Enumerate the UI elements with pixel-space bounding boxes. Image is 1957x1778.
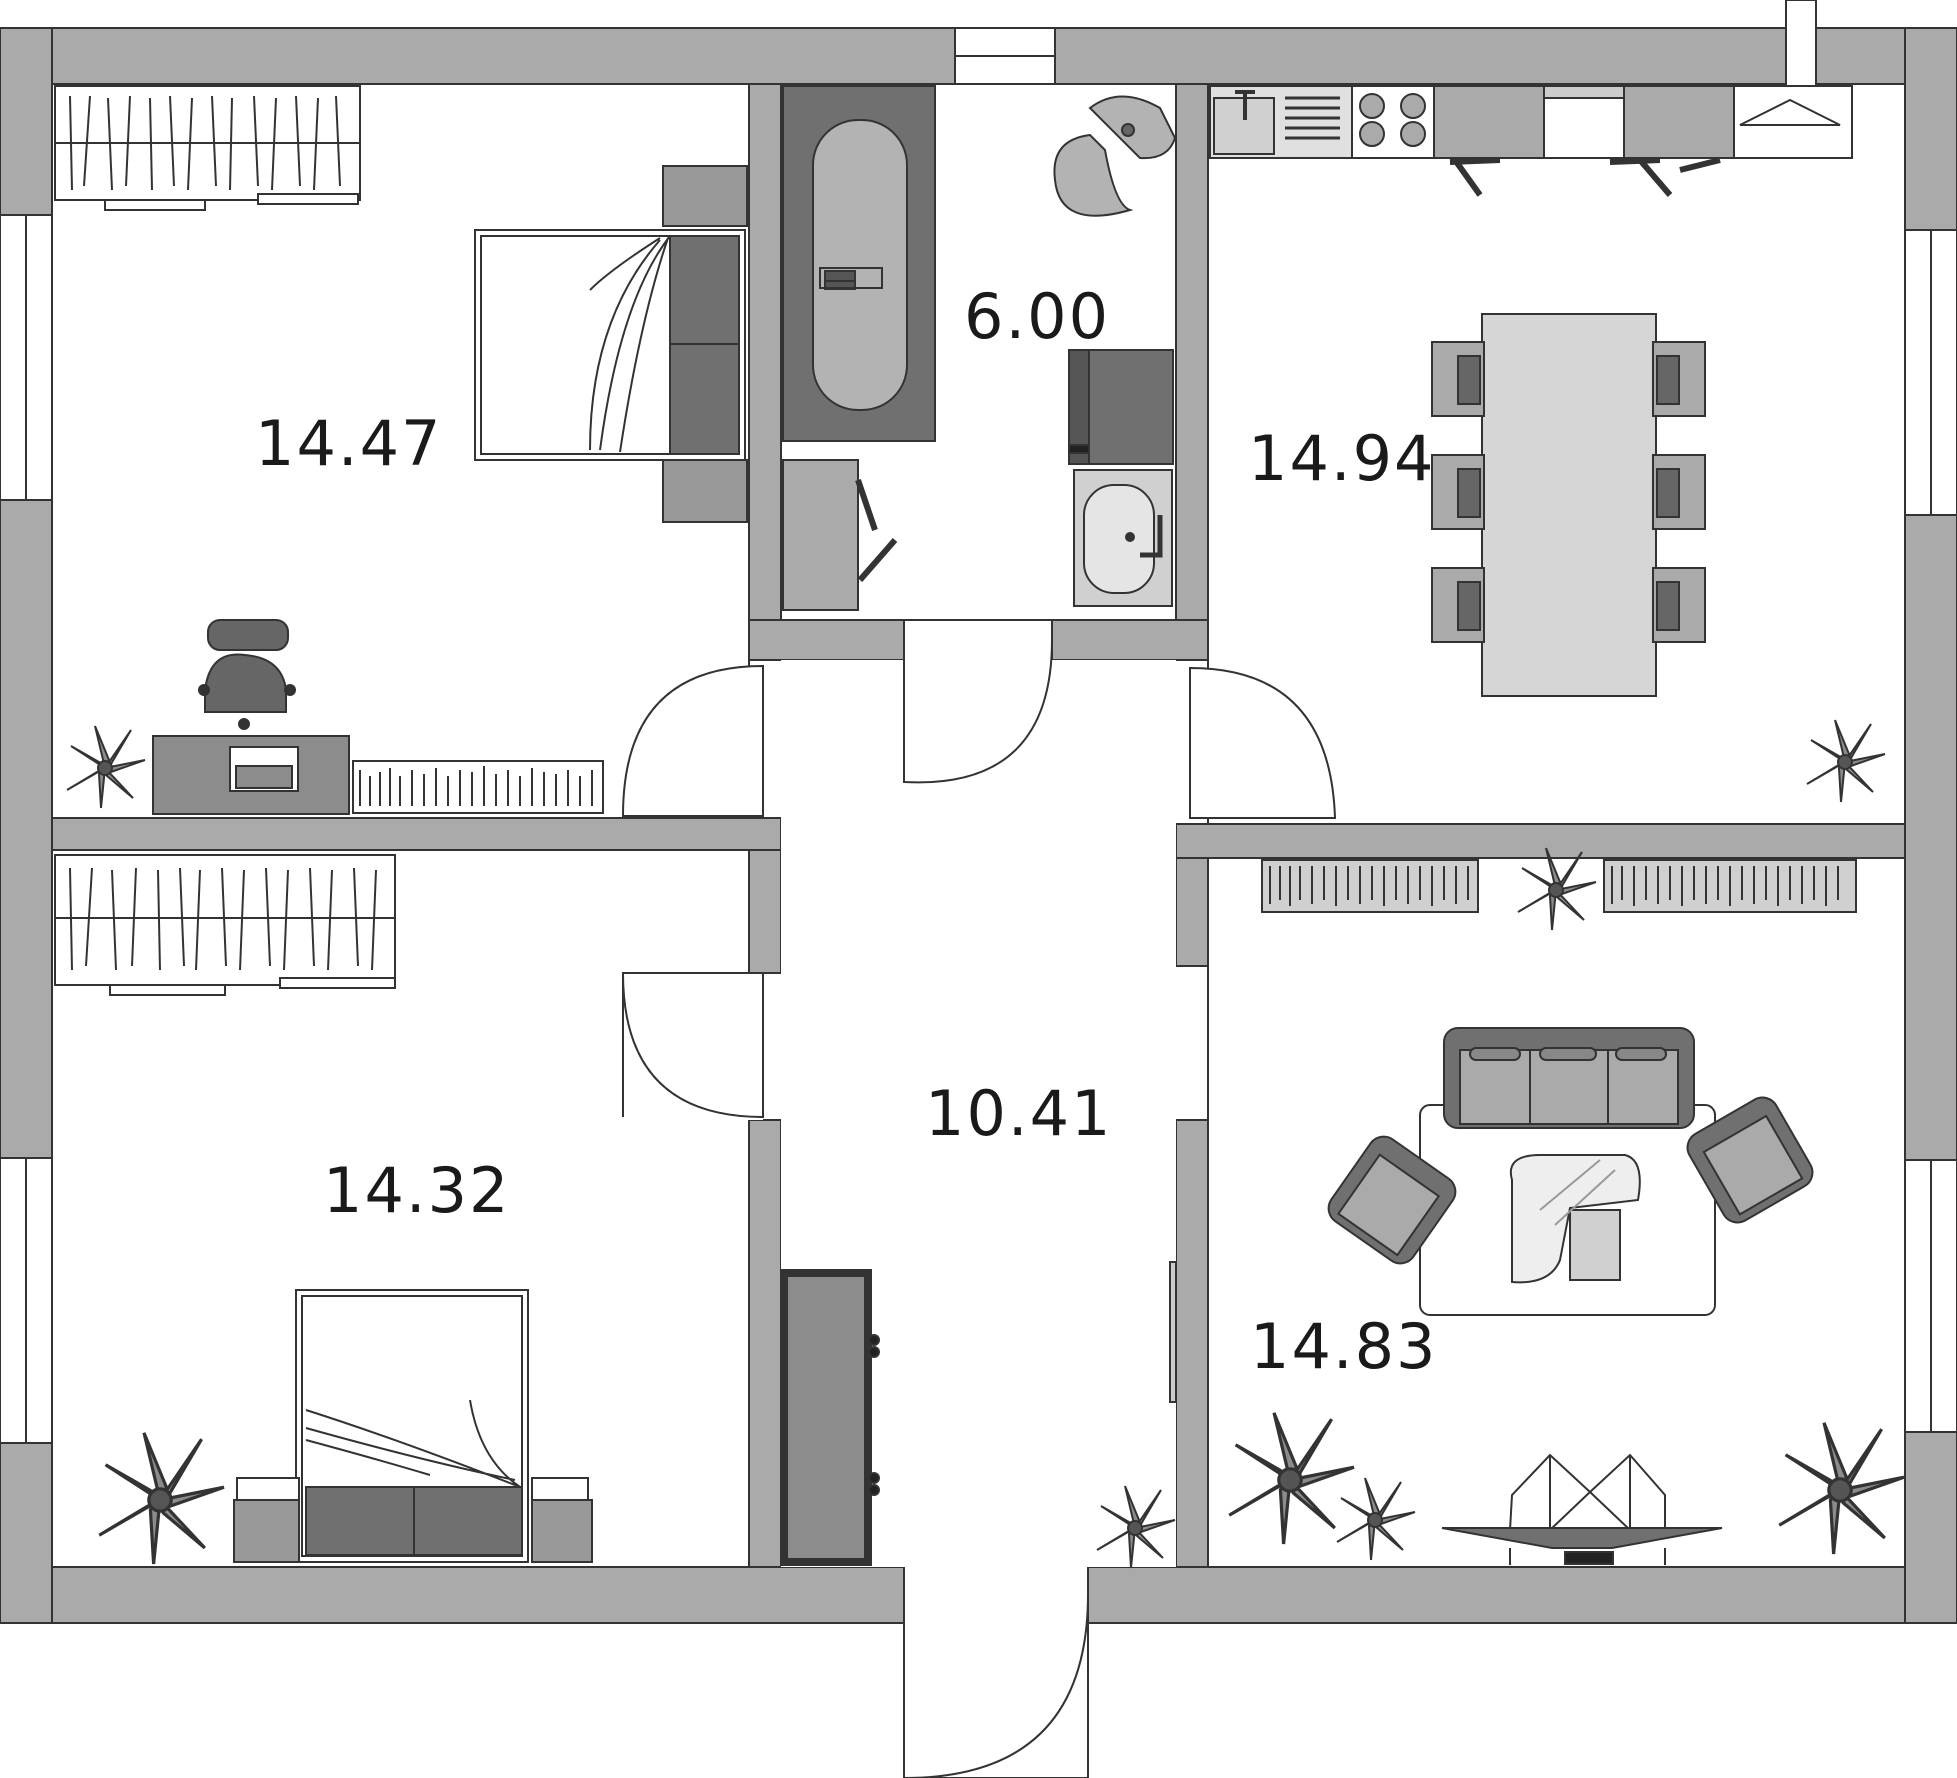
wardrobe-icon xyxy=(54,854,396,996)
room-area-kitchen: 14.94 xyxy=(1248,422,1436,495)
room-area-bedroom-bottom-left: 14.32 xyxy=(323,1154,511,1227)
armchair-icon xyxy=(1327,1135,1457,1265)
room-area-living-room: 14.83 xyxy=(1250,1310,1438,1383)
cabinet-icon xyxy=(782,459,898,611)
chimney-icon xyxy=(1785,0,1817,101)
bedroom-bottom-left xyxy=(54,854,593,1566)
window-icon xyxy=(0,27,1957,1444)
toilet-icon xyxy=(1053,95,1177,217)
bedroom-top-left xyxy=(54,85,748,815)
kitchen xyxy=(1209,85,1886,803)
living-room xyxy=(1227,847,1906,1565)
coffee-table-icon xyxy=(1509,1154,1641,1284)
tv-stand-icon xyxy=(1441,1453,1723,1565)
sink-icon xyxy=(1073,469,1173,607)
mirror-icon xyxy=(1169,1261,1177,1403)
bathtub-icon xyxy=(782,85,936,442)
desk-icon xyxy=(152,735,350,815)
bed-icon xyxy=(474,165,748,523)
sink-icon xyxy=(1209,85,1353,159)
room-area-hallway: 10.41 xyxy=(925,1077,1113,1150)
door-icon xyxy=(621,639,1337,1778)
stove-icon xyxy=(1351,85,1435,159)
wardrobe-icon xyxy=(54,85,361,211)
sofa-icon xyxy=(1443,1027,1695,1129)
room-area-bedroom-top-left: 14.47 xyxy=(255,407,443,480)
room-area-bathroom: 6.00 xyxy=(964,280,1110,353)
bathroom xyxy=(782,85,1177,611)
bookshelf-icon xyxy=(1261,859,1857,913)
kitchen-cabinet-icon xyxy=(1433,85,1853,197)
bookshelf-icon xyxy=(352,760,604,814)
washing-machine-icon xyxy=(1068,349,1174,465)
office-chair-icon xyxy=(198,619,296,730)
dining-table-icon xyxy=(1431,313,1706,697)
bed-icon xyxy=(233,1289,593,1563)
armchair-icon xyxy=(1686,1096,1814,1224)
hallway xyxy=(780,1261,1177,1569)
wardrobe-icon xyxy=(780,1269,880,1566)
